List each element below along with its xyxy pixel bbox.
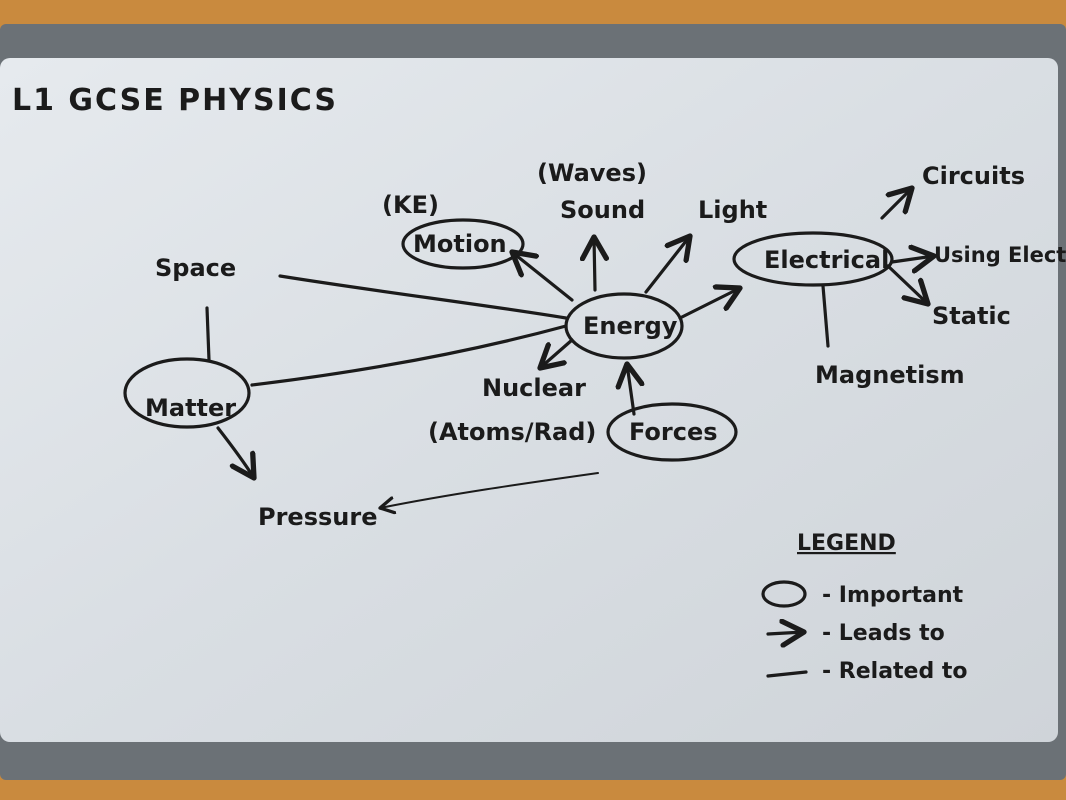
- node-static: Static: [932, 302, 1011, 330]
- arrow-forces-energy: [627, 364, 634, 416]
- node-space: Space: [155, 254, 236, 282]
- line-electrical-magnetism: [821, 284, 830, 348]
- arrow-energy-motion: [512, 252, 574, 302]
- oval-electrical: [732, 231, 894, 287]
- node-light: Light: [698, 196, 767, 224]
- legend: LEGEND - Important - Leads to - Related …: [761, 531, 968, 684]
- legend-arrow-symbol: [766, 632, 804, 634]
- arrow-electrical-usingelect: [890, 256, 934, 262]
- legend-title: LEGEND: [797, 531, 896, 556]
- node-waves: (Waves): [537, 159, 647, 187]
- node-magnetism: Magnetism: [815, 361, 965, 389]
- node-motion: Motion: [413, 230, 507, 258]
- node-matter: Matter: [145, 394, 236, 422]
- node-ke: (KE): [382, 191, 439, 219]
- line-space-energy: [278, 274, 568, 320]
- node-forces: Forces: [629, 418, 718, 446]
- oval-energy: [564, 292, 684, 360]
- legend-item-important: - Important: [822, 583, 964, 608]
- legend-oval-symbol: [761, 580, 807, 608]
- node-sound: Sound: [560, 196, 645, 224]
- arrow-forces-pressure: [380, 472, 599, 508]
- node-circuits: Circuits: [922, 162, 1025, 190]
- line-space-matter: [205, 306, 211, 362]
- board-surface: [0, 58, 1058, 742]
- arrow-electrical-circuits: [880, 188, 912, 220]
- oval-matter: [123, 357, 251, 429]
- node-using-elect: Using Elect: [934, 243, 1066, 267]
- line-matter-energy: [250, 324, 568, 387]
- legend-line-symbol: [766, 670, 808, 678]
- board-title: L1 GCSE PHYSICS: [12, 83, 338, 118]
- node-electrical: Electrical: [764, 246, 889, 274]
- node-atoms-rad: (Atoms/Rad): [428, 418, 596, 446]
- arrow-energy-light: [644, 236, 690, 294]
- arrow-energy-sound: [594, 237, 595, 292]
- oval-forces: [606, 402, 738, 462]
- node-nuclear: Nuclear: [482, 374, 586, 402]
- arrow-electrical-static: [886, 264, 928, 304]
- arrow-energy-nuclear: [540, 338, 574, 368]
- arrow-matter-pressure: [216, 426, 254, 478]
- legend-item-related-to: - Related to: [822, 659, 968, 684]
- node-energy: Energy: [583, 312, 678, 340]
- oval-motion: [401, 218, 525, 270]
- node-pressure: Pressure: [258, 503, 377, 531]
- arrow-energy-electrical: [678, 288, 740, 320]
- legend-item-leads-to: - Leads to: [822, 621, 945, 646]
